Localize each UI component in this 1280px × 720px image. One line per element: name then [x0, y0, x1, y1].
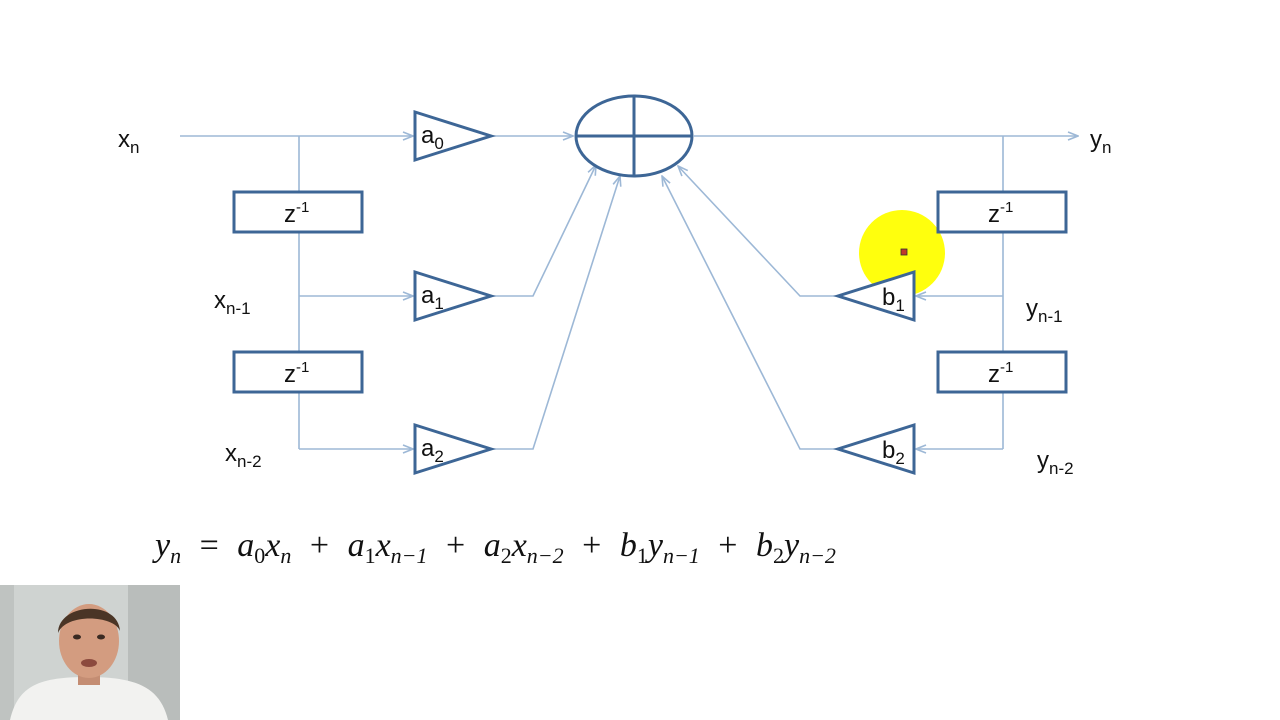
gain-a1: a1 [413, 269, 496, 323]
label-y-n-1: yn-1 [1026, 295, 1063, 326]
cursor-pointer-icon [900, 248, 908, 256]
svg-text:z-1: z-1 [988, 199, 1013, 228]
delay-block-left-2: z-1 [232, 350, 364, 394]
difference-equation: yn = a0xn + a1xn−1 + a2xn−2 + b1yn−1 + b… [152, 527, 836, 571]
svg-text:z-1: z-1 [284, 359, 309, 388]
wire-a1-to-sum [491, 165, 596, 297]
svg-text:z-1: z-1 [988, 359, 1013, 388]
delay-block-right-2: z-1 [936, 350, 1068, 394]
label-x-n-1: xn-1 [214, 287, 251, 318]
svg-text:z-1: z-1 [284, 199, 309, 228]
presenter-webcam [0, 585, 180, 720]
label-x-n-2: xn-2 [225, 440, 262, 471]
label-x-n: xn [118, 126, 139, 157]
label-y-n: yn [1090, 126, 1111, 157]
wire-b1-to-sum [678, 166, 838, 297]
svg-text:b2: b2 [882, 437, 905, 468]
svg-text:a0: a0 [421, 122, 444, 153]
svg-text:a2: a2 [421, 435, 444, 466]
gain-a0: a0 [413, 109, 496, 163]
gain-b2: b2 [833, 422, 916, 476]
svg-text:a1: a1 [421, 282, 444, 313]
gain-b1: b1 [833, 269, 916, 323]
delay-block-left-1: z-1 [232, 190, 364, 234]
wire-b2-to-sum [662, 176, 838, 450]
wire-a2-to-sum [491, 176, 620, 450]
summing-junction [574, 94, 694, 178]
svg-text:b1: b1 [882, 284, 905, 315]
label-y-n-2: yn-2 [1037, 447, 1074, 478]
delay-block-right-1: z-1 [936, 190, 1068, 234]
gain-a2: a2 [413, 422, 496, 476]
